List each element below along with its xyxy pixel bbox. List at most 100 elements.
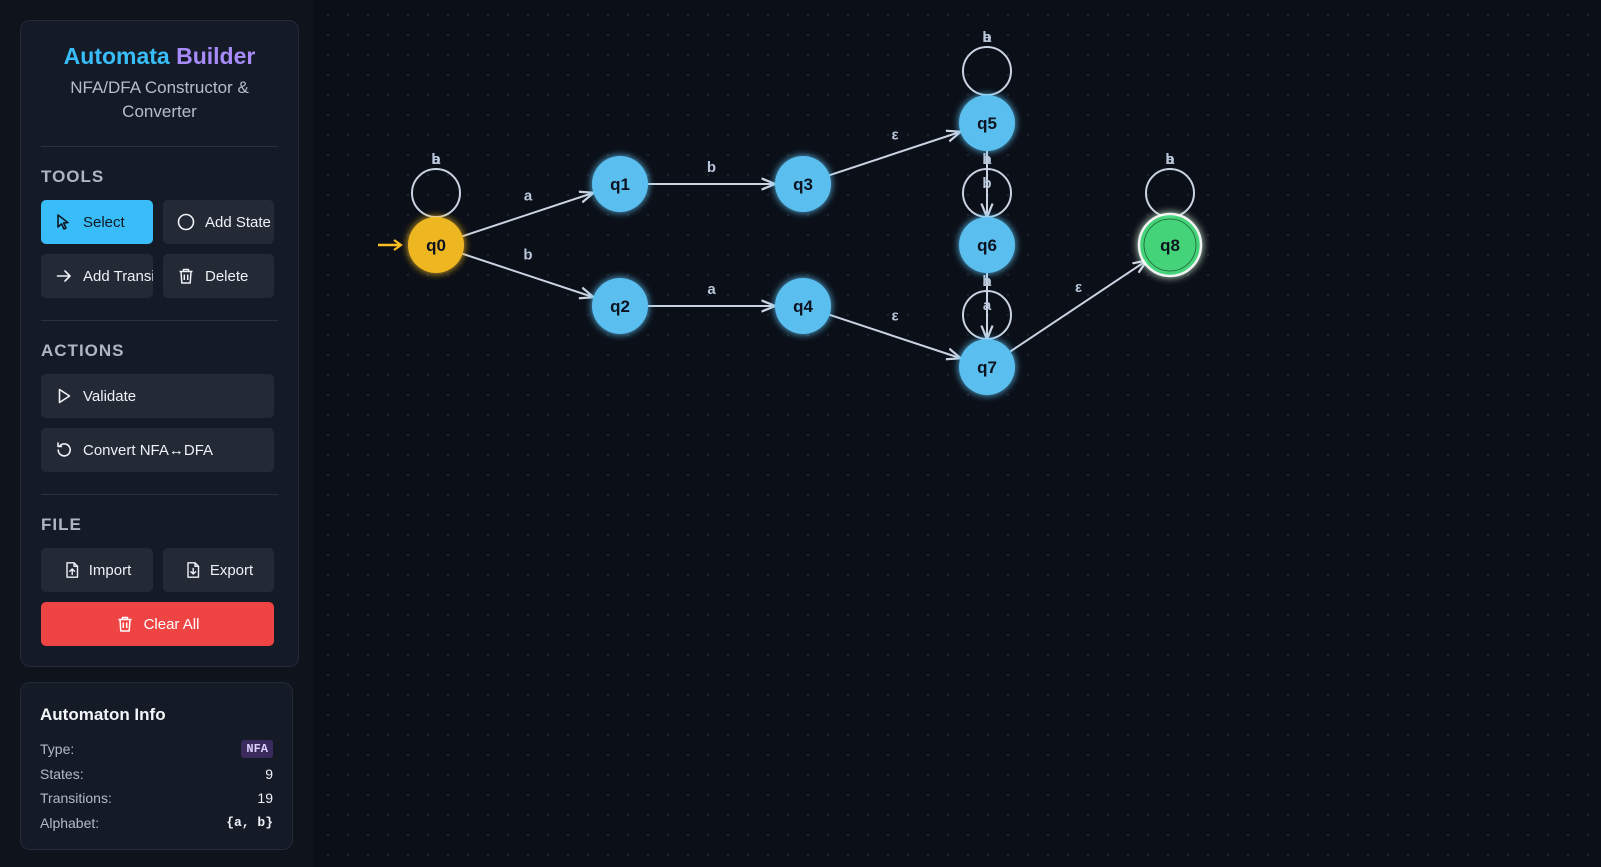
transition-label: a [1166,151,1175,168]
transition-label: a [524,188,533,205]
control-panel: Automata Builder NFA/DFA Constructor & C… [20,20,299,667]
file-download-icon [184,561,202,579]
state-label: q1 [610,175,630,194]
transition-label: a [983,273,992,290]
transition-label: b [982,175,991,192]
transitions-label: Transitions: [40,790,112,807]
clear-all-button[interactable]: Clear All [41,602,274,646]
start-state-circle[interactable] [408,217,464,273]
transition-label: ε [1075,279,1082,296]
self-loop-transition[interactable] [1145,168,1195,218]
state-circle[interactable] [592,278,648,334]
add-state-tool-label: Add State [205,213,271,231]
delete-tool-button[interactable]: Delete [163,254,274,298]
state-label: q6 [977,236,997,255]
trash-icon [177,267,195,285]
arrow-right-icon [55,267,73,285]
state-node[interactable]: q5 [959,95,1015,151]
type-badge: NFA [241,740,273,759]
state-label: q3 [793,175,813,194]
transition-label: b [523,247,532,264]
divider [41,494,278,495]
file-section-title: FILE [41,515,82,534]
convert-label: Convert NFA↔DFA [83,441,214,459]
add-transition-tool-button[interactable]: Add Transition [41,254,153,298]
state-circle[interactable] [775,156,831,212]
validate-label: Validate [83,387,137,405]
info-row-type: Type: NFA [40,737,273,762]
select-tool-label: Select [83,213,125,231]
accept-state-circle[interactable] [1137,212,1203,278]
transition-label: a [707,281,716,298]
select-tool-button[interactable]: Select [41,200,153,244]
state-node[interactable]: q2 [592,278,648,334]
alphabet-value: {a, b} [226,815,273,831]
validate-button[interactable]: Validate [41,374,274,418]
file-grid: Import Export [41,548,278,592]
transition-label: a [983,29,992,46]
actions-section-title: ACTIONS [41,341,125,360]
transition-arrow[interactable] [829,313,960,358]
transition-label: a [432,151,441,168]
self-loop-transition[interactable] [962,46,1012,96]
state-node[interactable]: q6 [959,217,1015,273]
self-loop-transition[interactable] [411,168,461,218]
delete-tool-label: Delete [205,267,249,285]
transition-arrow[interactable] [829,132,960,177]
tools-grid: Select Add State Add Transition [41,200,278,298]
add-state-tool-button[interactable]: Add State [163,200,274,244]
start-arrow-head [393,239,403,251]
transition-label: b [431,151,440,168]
import-button[interactable]: Import [41,548,153,592]
transition-label: b [982,29,991,46]
export-button[interactable]: Export [163,548,274,592]
state-circle[interactable] [959,339,1015,395]
alphabet-label: Alphabet: [40,814,100,831]
state-node[interactable]: q1 [592,156,648,212]
rotate-icon [55,441,73,459]
state-label: q8 [1160,236,1180,255]
transition-label: ε [891,127,898,144]
sidebar: Automata Builder NFA/DFA Constructor & C… [0,0,320,867]
transitions-count: 19 [257,790,273,807]
info-row-states: States: 9 [40,762,273,787]
transition-arrow[interactable] [1009,261,1146,353]
info-title: Automaton Info [40,705,166,724]
convert-button[interactable]: Convert NFA↔DFA [41,428,274,472]
transition-label: a [983,297,992,314]
state-circle[interactable] [959,217,1015,273]
state-label: q4 [793,297,813,316]
app-title: Automata Builder [41,43,278,70]
states-layer: q0 q1 q2 q3 q4 q5 q6 q7 q8 [408,95,1203,395]
state-circle[interactable] [959,95,1015,151]
transition-label: b [1165,151,1174,168]
info-row-transitions: Transitions: 19 [40,786,273,811]
app-title-part1: Automata [63,43,170,69]
states-label: States: [40,765,84,782]
transition-label: a [983,151,992,168]
state-node[interactable]: q3 [775,156,831,212]
state-node[interactable]: q4 [775,278,831,334]
file-upload-icon [63,561,81,579]
transition-label: b [982,273,991,290]
state-node[interactable]: q0 [408,217,464,273]
state-circle[interactable] [775,278,831,334]
accept-inner-ring [1143,218,1197,272]
app-subtitle: NFA/DFA Constructor & Converter [70,78,249,121]
state-node[interactable]: q7 [959,339,1015,395]
state-circle[interactable] [592,156,648,212]
cursor-icon [55,213,73,231]
clear-all-label: Clear All [143,615,200,633]
transition-arrow[interactable] [462,252,593,297]
divider [41,320,278,321]
type-label: Type: [40,741,75,758]
transition-label: b [707,159,716,176]
transition-label: ε [891,308,898,325]
trash-icon [116,615,134,633]
transition-arrow[interactable] [462,193,593,238]
state-node[interactable]: q8 [1137,212,1203,278]
automaton-info-panel: Automaton Info Type: NFA States: 9 Trans… [20,682,293,850]
